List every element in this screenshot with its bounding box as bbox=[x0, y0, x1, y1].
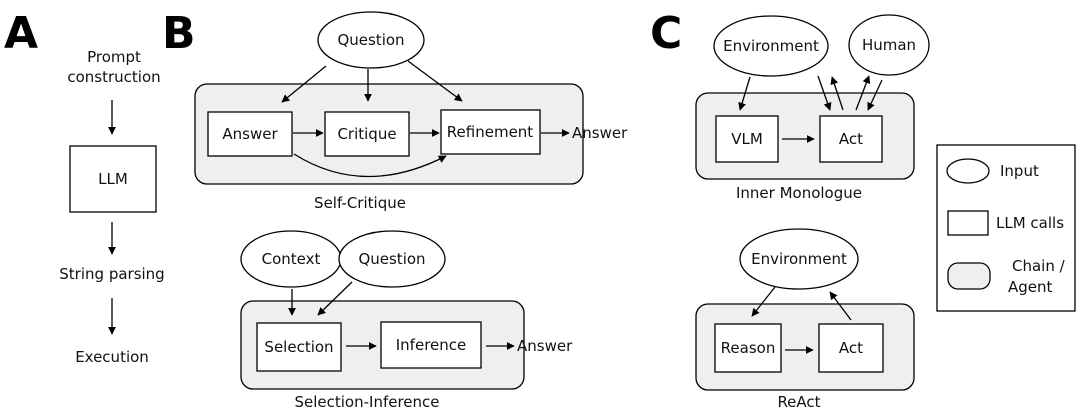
refinement-box-label: Refinement bbox=[447, 123, 534, 141]
legend-llm-calls-label: LLM calls bbox=[996, 214, 1064, 232]
inner-monologue-act-box bbox=[819, 115, 883, 163]
panel-a-letter: A bbox=[4, 8, 38, 59]
arrow-human-to-act bbox=[867, 79, 883, 111]
panel-b-letter: B bbox=[162, 8, 196, 59]
inference-box-label: Inference bbox=[396, 336, 467, 354]
llm-label: LLM bbox=[98, 170, 128, 188]
context-label: Context bbox=[262, 250, 321, 268]
panel-b: B Question Answer Critique Refinement An… bbox=[162, 8, 628, 411]
legend-chain-label-line2: Agent bbox=[1008, 278, 1053, 296]
selection-inference-question-label: Question bbox=[358, 250, 425, 268]
arrow-question-to-refinement bbox=[407, 60, 463, 102]
panel-c-letter: C bbox=[650, 8, 682, 59]
react-diagram: Environment Reason Act ReAct bbox=[695, 228, 915, 411]
arrow-question-to-selection bbox=[317, 281, 353, 316]
self-critique-question-label: Question bbox=[337, 31, 404, 49]
inner-monologue-diagram: Environment Human VLM Act Inner Monologu… bbox=[695, 14, 930, 202]
inner-monologue-act-label: Act bbox=[839, 130, 863, 148]
react-act-box bbox=[818, 323, 884, 373]
human-label: Human bbox=[862, 36, 916, 54]
selection-inference-caption: Selection-Inference bbox=[294, 393, 439, 411]
answer-box-label: Answer bbox=[222, 125, 278, 143]
arrow-act-to-environment bbox=[830, 76, 844, 111]
arrow-act-to-environment-react bbox=[829, 291, 852, 321]
inference-box bbox=[380, 321, 482, 369]
inner-monologue-environment-ellipse bbox=[713, 15, 829, 77]
arrow-question-to-answer bbox=[281, 65, 327, 103]
legend-input-label: Input bbox=[1000, 162, 1039, 180]
inner-monologue-environment-label: Environment bbox=[723, 37, 819, 55]
self-critique-caption: Self-Critique bbox=[314, 194, 406, 212]
critique-box bbox=[324, 111, 410, 157]
prompt-construction-label-line2: construction bbox=[67, 68, 160, 86]
self-critique-output-label: Answer bbox=[572, 124, 628, 142]
legend-chain-label-line1: Chain / bbox=[1012, 257, 1066, 275]
panel-c: C Environment Human VLM Act Inner Monolo… bbox=[650, 8, 930, 411]
arrow-environment-to-reason bbox=[751, 286, 776, 317]
vlm-box bbox=[715, 115, 779, 163]
self-critique-diagram: Question Answer Critique Refinement Answ… bbox=[194, 11, 628, 212]
arrow-environment-to-act bbox=[817, 75, 832, 111]
answer-box bbox=[207, 111, 293, 157]
refinement-box bbox=[440, 109, 541, 155]
react-act-label: Act bbox=[839, 339, 863, 357]
prompt-construction-label-line1: Prompt bbox=[87, 48, 141, 66]
selection-inference-diagram: Context Question Selection Inference Ans… bbox=[240, 230, 573, 411]
legend-input-ellipse-icon bbox=[946, 158, 990, 184]
arrow-act-to-human bbox=[855, 75, 871, 111]
selection-inference-output-label: Answer bbox=[517, 337, 573, 355]
string-parsing-label: String parsing bbox=[59, 265, 164, 283]
legend-chain-rounded-rect-icon bbox=[947, 262, 991, 290]
reason-box-label: Reason bbox=[721, 339, 776, 357]
critique-box-label: Critique bbox=[337, 125, 396, 143]
react-environment-label: Environment bbox=[751, 250, 847, 268]
react-caption: ReAct bbox=[777, 393, 820, 411]
vlm-box-label: VLM bbox=[731, 130, 763, 148]
selection-box-label: Selection bbox=[264, 338, 333, 356]
panel-a: A Prompt construction LLM String parsing… bbox=[4, 8, 165, 366]
execution-label: Execution bbox=[75, 348, 149, 366]
arrow-environment-to-vlm bbox=[738, 76, 751, 111]
human-ellipse bbox=[848, 14, 930, 76]
reason-box bbox=[714, 323, 782, 373]
legend: Input LLM calls Chain / Agent bbox=[936, 144, 1076, 312]
self-critique-question-ellipse bbox=[317, 11, 425, 69]
llm-box bbox=[69, 145, 157, 213]
react-environment-ellipse bbox=[739, 228, 859, 290]
selection-box bbox=[256, 322, 342, 372]
legend-llm-calls-rect-icon bbox=[947, 210, 989, 236]
arrow-answer-to-refinement-curve bbox=[293, 153, 447, 178]
selection-inference-question-ellipse bbox=[338, 230, 446, 288]
inner-monologue-caption: Inner Monologue bbox=[736, 184, 862, 202]
